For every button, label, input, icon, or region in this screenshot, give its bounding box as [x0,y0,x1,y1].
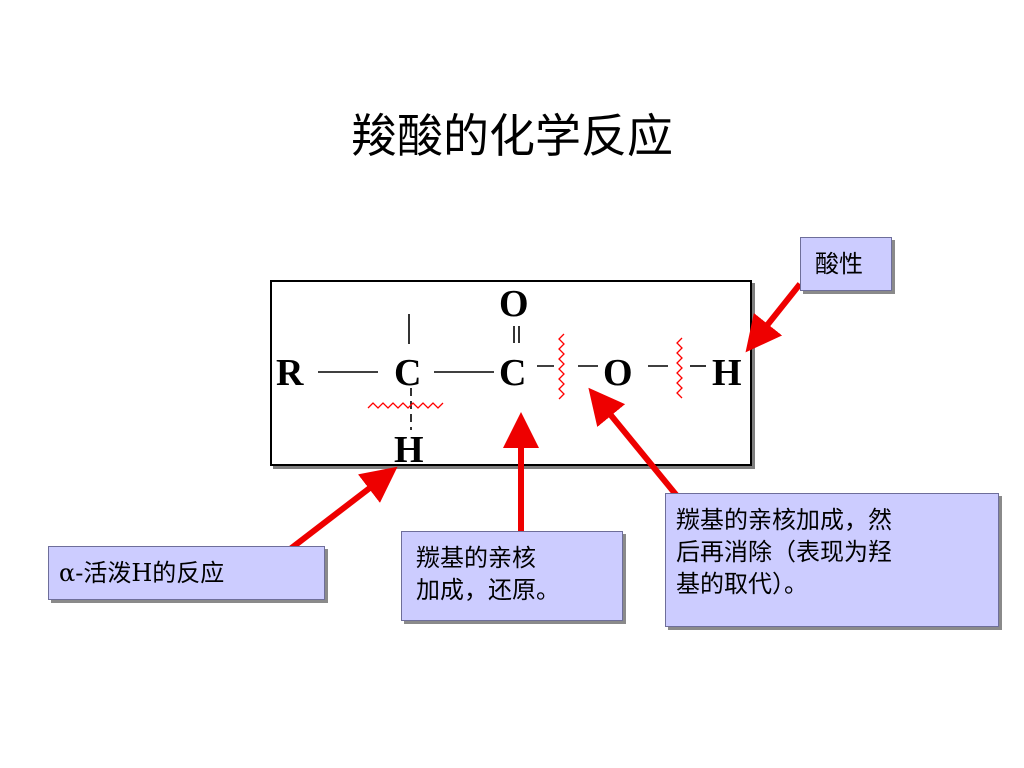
cleavage-marks [367,333,683,409]
callout-acidity: 酸性 [800,237,892,291]
callout-arrows [283,282,803,556]
atom-h-acid: H [712,352,742,394]
callout-alpha-h: α-活泼H的反应 [48,546,325,600]
wavy-line-acyl-oxygen [558,333,565,400]
atom-c-carbonyl: C [499,352,526,394]
atom-o-carbonyl: O [499,283,529,325]
callout-substitution-line-1: 羰基的亲核加成，然 [676,506,892,534]
atom-c-alpha: C [394,352,421,394]
arrow-acidity [745,282,803,353]
callout-acidity-text: 酸性 [815,250,863,278]
atom-o-hydroxyl: O [603,352,633,394]
callout-substitution: 羰基的亲核加成，然 后再消除（表现为羟 基的取代）。 [665,493,999,627]
arrow-alpha-h [283,466,398,556]
arrow-substitution [588,387,685,504]
callout-carbonyl-addition-line-1: 羰基的亲核 [416,544,536,572]
bonds [318,314,706,430]
callout-substitution-line-2: 后再消除（表现为羟 [676,538,892,566]
callout-substitution-line-3: 基的取代）。 [676,570,808,598]
wavy-line-alpha-h [367,402,444,409]
page-title: 羧酸的化学反应 [351,109,673,163]
wavy-line-oxygen-hydrogen [676,337,683,399]
callout-carbonyl-addition: 羰基的亲核 加成，还原。 [401,531,623,621]
callout-alpha-h-text: α-活泼H的反应 [59,559,225,587]
callout-carbonyl-addition-line-2: 加成，还原。 [416,576,560,604]
atom-r: R [276,352,304,394]
atom-h-alpha: H [394,429,424,471]
